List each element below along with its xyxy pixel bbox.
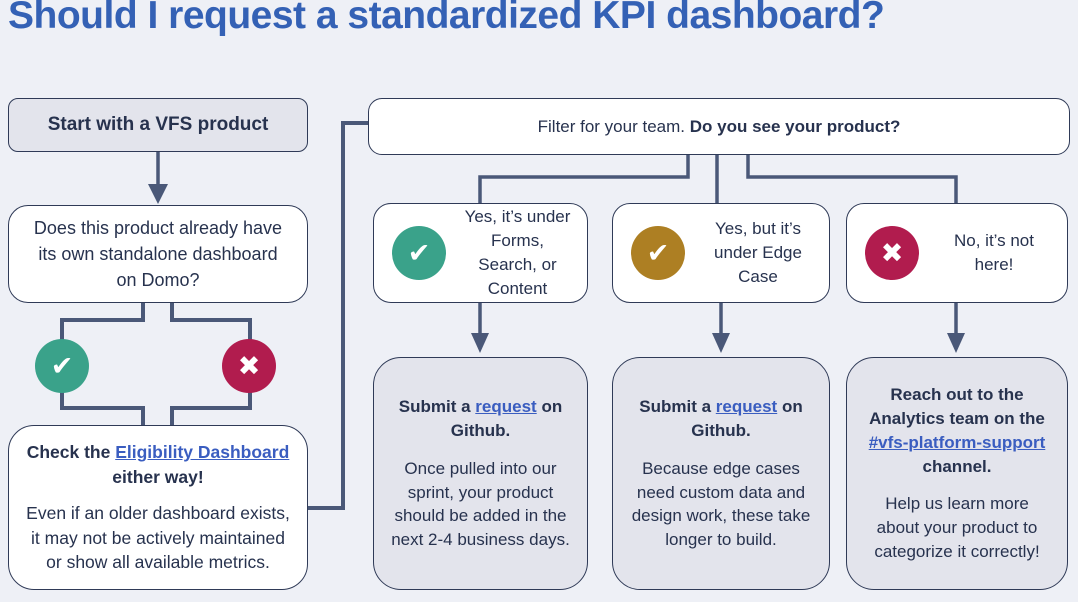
outcome-heading: Submit a request on Github. bbox=[629, 395, 813, 443]
github-request-link[interactable]: request bbox=[715, 397, 778, 417]
start-box: Start with a VFS product bbox=[8, 98, 308, 152]
slack-channel-link[interactable]: #vfs-platform-support bbox=[868, 432, 1046, 452]
x-glyph: ✖ bbox=[237, 350, 261, 381]
outcome-heading-pre: Submit a bbox=[639, 397, 716, 417]
page-title: Should I request a standardized KPI dash… bbox=[8, 0, 885, 37]
arrow-branch-2-head bbox=[712, 333, 730, 353]
question-box: Does this product already have its own s… bbox=[8, 205, 308, 303]
github-request-link[interactable]: request bbox=[475, 397, 537, 417]
filter-branch-line-1 bbox=[478, 152, 690, 203]
outcome-box-analytics-team: Reach out to the Analytics team on the #… bbox=[846, 357, 1068, 590]
outcome-box-github-edge: Submit a request on Github. Because edge… bbox=[612, 357, 830, 590]
check-icon: ✔ bbox=[631, 226, 685, 280]
outcome-body: Once pulled into our sprint, your produc… bbox=[391, 458, 570, 550]
outcome-heading-pre: Submit a bbox=[398, 397, 476, 417]
filter-text-bold: Do you see your product? bbox=[689, 116, 901, 136]
check-glyph: ✔ bbox=[407, 237, 431, 268]
x-glyph: ✖ bbox=[880, 237, 904, 268]
question-text: Does this product already have its own s… bbox=[33, 217, 283, 291]
outcome-heading: Reach out to the Analytics team on the #… bbox=[863, 383, 1051, 478]
eligibility-heading: Check the Eligibility Dashboard either w… bbox=[23, 440, 293, 489]
outcome-body: Help us learn more about your product to… bbox=[874, 494, 1040, 561]
arrow-branch-3-head bbox=[947, 333, 965, 353]
outcome-box-github-standard: Submit a request on Github. Once pulled … bbox=[373, 357, 588, 590]
eligibility-body: Even if an older dashboard exists, it ma… bbox=[26, 503, 290, 573]
x-icon: ✖ bbox=[222, 339, 276, 393]
branch-label: No, it’s not here! bbox=[953, 231, 1034, 274]
check-icon: ✔ bbox=[392, 226, 446, 280]
check-icon: ✔ bbox=[35, 339, 89, 393]
outcome-heading-post: on Github. bbox=[450, 397, 563, 440]
outcome-heading-post: channel. bbox=[922, 456, 992, 476]
branch-label: Yes, but it’s under Edge Case bbox=[714, 219, 802, 286]
check-glyph: ✔ bbox=[646, 237, 670, 268]
filter-text-regular: Filter for your team. bbox=[537, 116, 690, 136]
filter-branch-line-3 bbox=[746, 152, 958, 203]
branch-box-edge-case: ✔ Yes, but it’s under Edge Case bbox=[612, 203, 830, 303]
eligibility-to-filter-line bbox=[308, 121, 368, 510]
filter-box: Filter for your team. Do you see your pr… bbox=[368, 98, 1070, 155]
branch-box-not-here: ✖ No, it’s not here! bbox=[846, 203, 1068, 303]
x-icon: ✖ bbox=[865, 226, 919, 280]
branch-box-forms: ✔ Yes, it’s under Forms, Search, or Cont… bbox=[373, 203, 588, 303]
outcome-heading-pre: Reach out to the Analytics team on the bbox=[869, 385, 1045, 428]
eligibility-heading-pre: Check the bbox=[26, 442, 116, 463]
start-label: Start with a VFS product bbox=[47, 113, 269, 135]
eligibility-dashboard-link[interactable]: Eligibility Dashboard bbox=[115, 442, 290, 463]
eligibility-box: Check the Eligibility Dashboard either w… bbox=[8, 425, 308, 590]
check-glyph: ✔ bbox=[50, 350, 74, 381]
outcome-body: Because edge cases need custom data and … bbox=[631, 458, 811, 550]
outcome-heading-post: on Github. bbox=[691, 397, 803, 440]
outcome-heading: Submit a request on Github. bbox=[390, 395, 571, 443]
arrow-start-to-question-head bbox=[148, 184, 168, 204]
eligibility-heading-post: either way! bbox=[112, 466, 204, 487]
filter-text: Filter for your team. Do you see your pr… bbox=[538, 115, 901, 139]
branch-label: Yes, it’s under Forms, Search, or Conten… bbox=[464, 207, 571, 298]
arrow-branch-1-head bbox=[471, 333, 489, 353]
